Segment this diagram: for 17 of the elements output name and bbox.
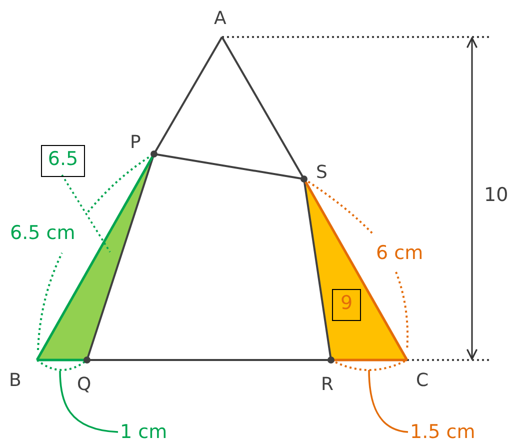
answer-box: 6.5	[41, 145, 85, 177]
point-label: C	[416, 370, 429, 392]
point-label: Q	[77, 374, 92, 396]
point-label: R	[321, 374, 334, 396]
answer-box: 9	[332, 289, 361, 321]
dimension-label: 6.5 cm	[10, 222, 76, 244]
point-label: S	[316, 162, 328, 184]
leader-line	[61, 174, 111, 252]
leader-line	[368, 370, 408, 433]
leader-line	[59, 370, 118, 433]
point-label: P	[130, 132, 141, 154]
dimension-label: 1.5 cm	[410, 421, 476, 443]
dimension-label: 6 cm	[376, 242, 424, 264]
point-label: A	[214, 8, 226, 30]
dimension-label: 1 cm	[120, 421, 168, 443]
point-label: B	[9, 370, 22, 392]
dimension-label: 10	[484, 184, 508, 206]
